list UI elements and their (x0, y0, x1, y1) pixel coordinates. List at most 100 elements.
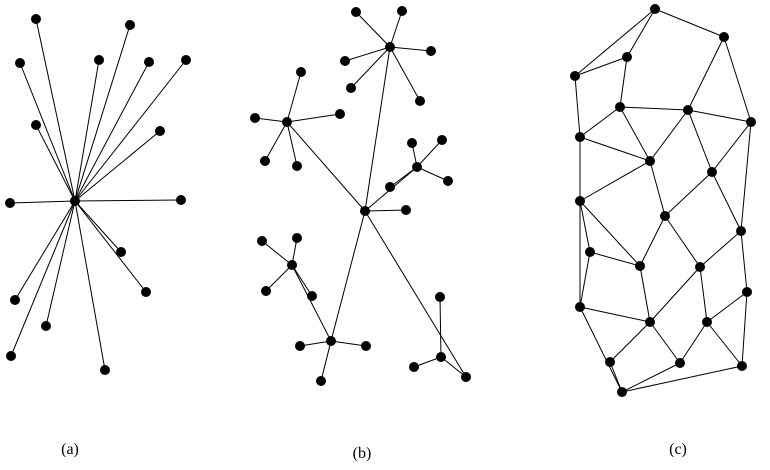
graph-node (675, 358, 685, 368)
graph-node (436, 352, 446, 362)
graph-node (461, 372, 471, 382)
graph-node (340, 56, 350, 66)
graph-node (351, 7, 361, 17)
graph-edge (699, 266, 708, 323)
graph-edge (14, 200, 76, 301)
graph-edge (9, 200, 76, 204)
graph-edge (609, 361, 623, 393)
graph-node (585, 247, 595, 257)
graph-edge (699, 230, 742, 268)
graph-node (707, 167, 717, 177)
graph-edge (639, 215, 666, 267)
graph-node (746, 117, 756, 127)
graph-node (605, 357, 615, 367)
graph-edge (687, 109, 752, 123)
graph-node (41, 321, 51, 331)
graph-edge (286, 121, 366, 212)
graph-node (94, 55, 104, 65)
graph-node (181, 55, 191, 65)
graph-node (155, 126, 165, 136)
graph-node (100, 365, 110, 375)
graph-edge (291, 264, 332, 342)
graph-node (326, 336, 336, 346)
graph-edge (74, 200, 106, 371)
figure-label-c: (c) (669, 441, 687, 458)
graph-node (292, 233, 302, 243)
graph-node (407, 138, 417, 148)
graph-edge (254, 117, 288, 123)
graph-node (575, 132, 585, 142)
graph-node (412, 162, 422, 172)
graph-node (737, 361, 747, 371)
graph-node (361, 341, 371, 351)
graph-edge (723, 36, 752, 123)
graph-edge (416, 166, 449, 182)
graph-node (435, 292, 445, 302)
graph-node (650, 4, 660, 14)
graph-edge (320, 340, 332, 382)
graph-node (335, 109, 345, 119)
graph-node (385, 182, 395, 192)
graph-edge (74, 59, 187, 202)
graph-edge (654, 8, 725, 38)
graph-edge (741, 291, 748, 367)
graph-edge (687, 36, 725, 111)
graph-edge (74, 24, 131, 202)
graph-node (116, 247, 126, 257)
graph-edge (649, 109, 689, 162)
graph-node (70, 196, 80, 206)
graph-edge (687, 109, 713, 173)
graph-node (702, 317, 712, 327)
graph-edge (286, 71, 302, 123)
graph-edge (639, 265, 651, 323)
graph-node (570, 71, 580, 81)
graph-edge (579, 200, 591, 253)
graph-edge (74, 61, 150, 202)
graph-node (401, 205, 411, 215)
graph-edge (621, 365, 743, 393)
graph-node (409, 362, 419, 372)
graph-edge (589, 251, 641, 267)
graph-node (622, 52, 632, 62)
graph-edge (389, 46, 432, 52)
graph-edge (350, 46, 391, 89)
graph-node (575, 302, 585, 312)
graph-node (141, 287, 151, 297)
graph-node (250, 113, 260, 123)
graph-edge (265, 264, 293, 292)
graph-edge (711, 121, 752, 173)
graph-edge (35, 124, 76, 202)
graph-node (443, 176, 453, 186)
graph-edge (574, 8, 656, 77)
graph-node (426, 46, 436, 56)
graph-edge (416, 139, 443, 168)
graph-edge (264, 121, 288, 162)
graph-node (615, 102, 625, 112)
graph-edge (711, 171, 742, 232)
graph-edge (261, 240, 293, 266)
graph-edge (286, 121, 298, 167)
graph-node (397, 6, 407, 16)
graph-node (660, 211, 670, 221)
graph-node (125, 20, 135, 30)
graph-edge (389, 46, 421, 102)
graph-edge (19, 62, 76, 202)
graph-edge (579, 251, 591, 308)
graph-edge (364, 210, 467, 378)
tree-graph (250, 6, 471, 386)
graph-edge (74, 59, 100, 202)
graph-edge (621, 362, 681, 393)
graph-edge (355, 11, 391, 48)
graph-node (31, 14, 41, 24)
graph-edge (286, 113, 341, 123)
graph-edge (626, 8, 656, 58)
graph-edge (619, 106, 689, 111)
graph-node (292, 161, 302, 171)
graph-edge (664, 171, 713, 217)
graph-node (736, 226, 746, 236)
star-graph (5, 14, 191, 375)
graph-node (617, 387, 627, 397)
graph-node (645, 317, 655, 327)
